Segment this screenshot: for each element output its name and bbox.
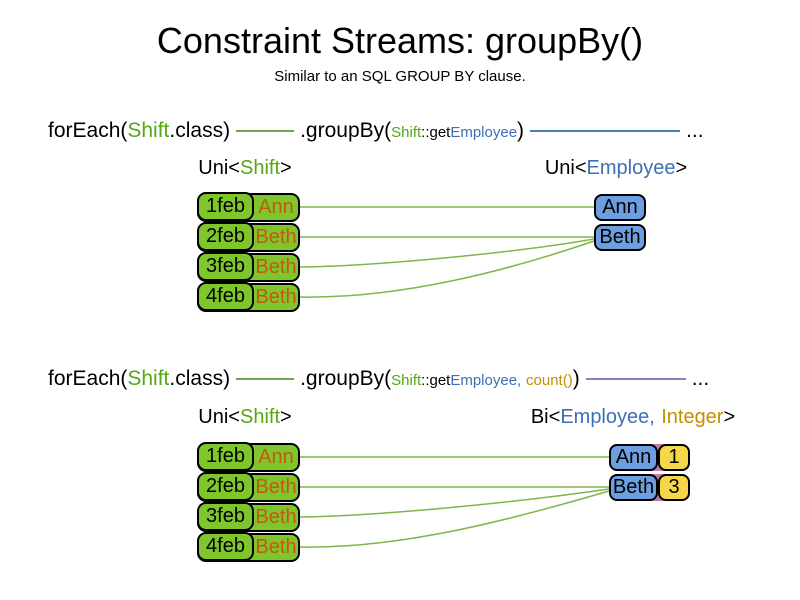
label-open: Uni<	[544, 157, 587, 179]
pair-employee: Ann	[609, 444, 658, 471]
shift-date-cell: 1feb	[197, 192, 254, 221]
groupby-close: )	[517, 119, 525, 142]
foreach-arg-shift: Shift	[127, 119, 170, 142]
groupby-arg-type: Employee	[450, 124, 518, 141]
group-box-ann: Ann	[594, 194, 646, 221]
groupby-arg-collector: count()	[526, 372, 573, 389]
groupby-close: )	[572, 367, 580, 390]
groupby-expression-1: .groupBy(Shift::getEmployee)	[300, 119, 524, 143]
label-close: >	[280, 406, 292, 428]
shift-date-cell: 1feb	[197, 442, 254, 471]
code-line-2: forEach(Shift.class) .groupBy(Shift::get…	[48, 367, 709, 391]
line2-4feb-to-beth	[299, 490, 610, 548]
groupby-expression-2: .groupBy(Shift::getEmployee,count())	[300, 367, 580, 391]
ellipsis-2: ...	[691, 367, 710, 390]
shift-employee-cell: Ann	[258, 446, 294, 468]
shift-row-2feb-2: 2feb Beth	[197, 472, 300, 502]
shift-row-3feb-2: 3feb Beth	[197, 502, 300, 532]
foreach-open: forEach(	[48, 367, 128, 390]
group-box-beth: Beth	[594, 224, 646, 251]
pair-count: 3	[658, 474, 690, 501]
shift-date-cell: 3feb	[197, 252, 254, 281]
foreach-close: .class)	[169, 119, 231, 142]
shift-row-1feb-2: 1feb Ann	[197, 442, 300, 472]
group-pair-beth: Beth 3	[609, 474, 690, 501]
label-open: Uni<	[198, 157, 240, 179]
label-bi-employee-integer: Bi<Employee, Integer>	[528, 406, 738, 429]
groupby-arg-class: Shift	[391, 124, 422, 141]
shift-employee-cell: Beth	[255, 536, 297, 558]
shift-row-2feb-1: 2feb Beth	[197, 222, 300, 252]
shift-employee-cell: Ann	[258, 196, 294, 218]
shift-row-4feb-1: 4feb Beth	[197, 282, 300, 312]
label-close: >	[675, 157, 688, 179]
label-close: >	[280, 157, 292, 179]
label-close: >	[723, 406, 736, 428]
foreach-expression-1: forEach(Shift.class)	[48, 119, 230, 143]
shift-employee-cell: Beth	[255, 286, 297, 308]
stream-line-green-1	[236, 130, 295, 132]
line2-3feb-to-beth	[299, 488, 610, 518]
code-line-1: forEach(Shift.class) .groupBy(Shift::get…	[48, 119, 704, 143]
shift-date-cell: 2feb	[197, 472, 254, 501]
line-3feb-to-beth	[299, 238, 595, 268]
label-type-employee: Employee	[586, 157, 676, 179]
line-4feb-to-beth	[299, 240, 595, 298]
shift-employee-cell: Beth	[255, 256, 297, 278]
shift-date-cell: 2feb	[197, 222, 254, 251]
label-uni-shift-1: Uni<Shift>	[155, 157, 335, 180]
pair-employee: Beth	[609, 474, 658, 501]
foreach-arg-shift: Shift	[127, 367, 170, 390]
shift-date-cell: 3feb	[197, 502, 254, 531]
shift-row-1feb-1: 1feb Ann	[197, 192, 300, 222]
page-title: Constraint Streams: groupBy()	[156, 20, 644, 61]
label-type-integer: Integer	[661, 406, 724, 428]
ellipsis-1: ...	[686, 119, 704, 142]
groupby-open: .groupBy(	[300, 119, 392, 142]
page-subtitle: Similar to an SQL GROUP BY clause.	[274, 68, 526, 85]
label-open: Uni<	[198, 406, 240, 428]
group-pair-ann: Ann 1	[609, 444, 690, 471]
label-type-employee: Employee,	[560, 406, 655, 428]
stream-line-purple-2	[585, 378, 686, 380]
shift-employee-cell: Beth	[255, 476, 297, 498]
groupby-arg-accessor: ::get	[421, 124, 451, 141]
stream-line-blue-1	[530, 130, 681, 132]
label-open: Bi<	[530, 406, 561, 428]
groupby-open: .groupBy(	[300, 367, 392, 390]
shift-date-cell: 4feb	[197, 282, 254, 311]
groupby-arg-type: Employee,	[450, 372, 522, 389]
shift-date-cell: 4feb	[197, 532, 254, 561]
label-type-shift: Shift	[239, 406, 281, 428]
stream-line-green-2	[236, 378, 295, 380]
foreach-expression-2: forEach(Shift.class)	[48, 367, 230, 391]
label-uni-shift-2: Uni<Shift>	[155, 406, 335, 429]
groupby-arg-accessor: ::get	[421, 372, 451, 389]
shift-row-3feb-1: 3feb Beth	[197, 252, 300, 282]
label-type-shift: Shift	[239, 157, 281, 179]
shift-employee-cell: Beth	[255, 506, 297, 528]
foreach-open: forEach(	[48, 119, 128, 142]
groupby-arg-class: Shift	[391, 372, 422, 389]
foreach-close: .class)	[169, 367, 231, 390]
pair-count: 1	[658, 444, 690, 471]
shift-row-4feb-2: 4feb Beth	[197, 532, 300, 562]
label-uni-employee: Uni<Employee>	[526, 157, 706, 180]
shift-employee-cell: Beth	[255, 226, 297, 248]
